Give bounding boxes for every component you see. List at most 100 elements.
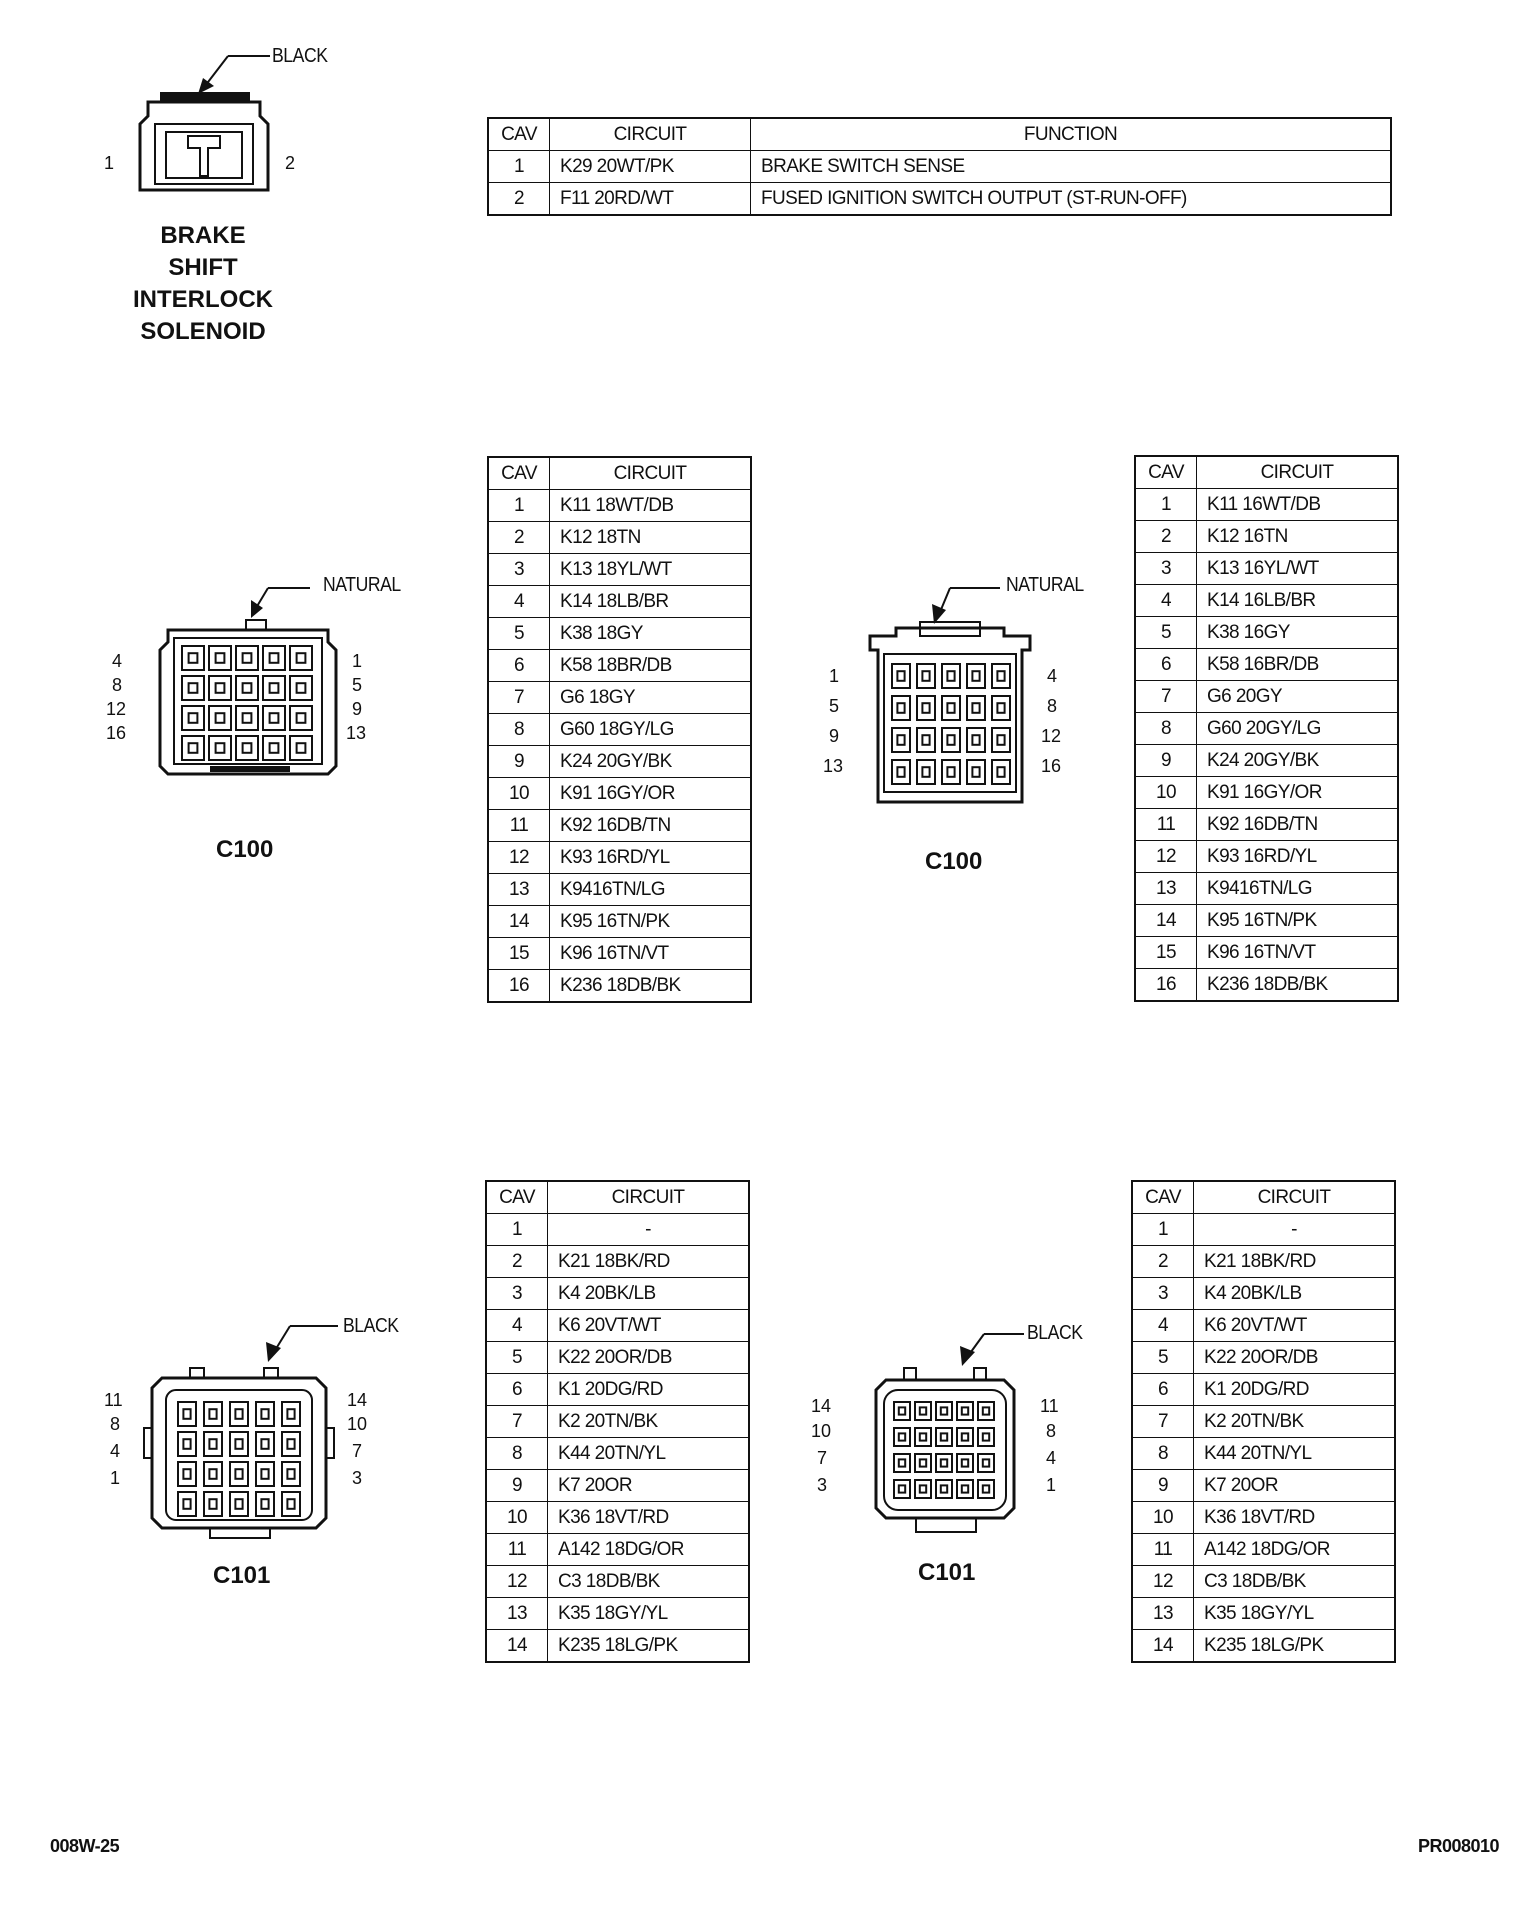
cav-cell: 6 — [1134, 648, 1197, 681]
cav-cell: 9 — [485, 1469, 548, 1502]
cav-cell: 3 — [1134, 552, 1197, 585]
cav-cell: 5 — [487, 617, 550, 650]
cavity — [208, 735, 232, 761]
cav-cell: 5 — [1131, 1341, 1194, 1374]
cavity-terminal — [295, 742, 307, 754]
cavity-terminal — [897, 1432, 907, 1442]
cavity-terminal — [921, 702, 931, 714]
circuit-cell: K235 18LG/PK — [1193, 1629, 1396, 1663]
cavity — [966, 663, 986, 689]
cav-header: CAV — [487, 117, 550, 151]
cavity-terminal — [187, 682, 199, 694]
function-header: FUNCTION — [750, 117, 1392, 151]
cavity — [941, 663, 961, 689]
cav-cell: 9 — [487, 745, 550, 778]
cavity — [255, 1431, 275, 1457]
cavity-terminal — [268, 652, 280, 664]
cav-cell: 4 — [1134, 584, 1197, 617]
cavity-terminal — [921, 766, 931, 778]
cavity-terminal — [939, 1458, 949, 1468]
cavity — [262, 645, 286, 671]
cavity-terminal — [208, 1468, 218, 1480]
circuit-cell: K12 16TN — [1196, 520, 1399, 553]
circuit-cell: K29 20WT/PK — [549, 150, 751, 183]
cavity — [289, 645, 313, 671]
cavity-terminal — [981, 1432, 991, 1442]
table-header-row: CAV CIRCUIT FUNCTION — [487, 117, 1392, 151]
cavity — [891, 663, 911, 689]
circuit-cell: K96 16TN/VT — [549, 937, 752, 970]
cavity — [991, 695, 1011, 721]
cavity — [966, 695, 986, 721]
cavity — [229, 1401, 249, 1427]
cavity-terminal — [939, 1484, 949, 1494]
circuit-cell: K9416TN/LG — [549, 873, 752, 906]
cavity-terminal — [981, 1458, 991, 1468]
circuit-cell: C3 18DB/BK — [547, 1565, 750, 1598]
circuit-cell: K93 16RD/YL — [549, 841, 752, 874]
circuit-header: CIRCUIT — [549, 117, 751, 151]
cav-cell: 12 — [485, 1565, 548, 1598]
cavity-terminal — [918, 1484, 928, 1494]
cavity-terminal — [946, 766, 956, 778]
pin-label: 12 — [106, 699, 127, 719]
cavity — [891, 695, 911, 721]
circuit-cell: K236 18DB/BK — [1196, 968, 1399, 1002]
cav-cell: 8 — [1131, 1437, 1194, 1470]
circuit-cell: K14 18LB/BR — [549, 585, 752, 618]
cavity-terminal — [286, 1468, 296, 1480]
circuit-cell: K91 16GY/OR — [549, 777, 752, 810]
circuit-cell: K1 20DG/RD — [1193, 1373, 1396, 1406]
pin-label: 12 — [1041, 726, 1062, 746]
pin-label: 11 — [1040, 1396, 1059, 1416]
circuit-cell: K35 18GY/YL — [547, 1597, 750, 1630]
pin-label: 10 — [347, 1414, 368, 1434]
table-header-row: CAV CIRCUIT — [485, 1180, 750, 1214]
cavity — [941, 759, 961, 785]
cav-cell: 4 — [1131, 1309, 1194, 1342]
caption-line: INTERLOCK — [133, 286, 273, 313]
cavity — [255, 1491, 275, 1517]
c101-left-name: C101 — [213, 1562, 271, 1589]
cav-cell: 1 — [487, 489, 550, 522]
cav-cell: 15 — [487, 937, 550, 970]
cav-cell: 8 — [487, 713, 550, 746]
circuit-cell: K44 20TN/YL — [547, 1437, 750, 1470]
table-header-row: CAV CIRCUIT — [487, 456, 752, 490]
cavity-terminal — [946, 702, 956, 714]
pin-label: 3 — [817, 1475, 828, 1495]
c101-right-color-label: BLACK — [1027, 1322, 1083, 1344]
cavity — [991, 663, 1011, 689]
circuit-cell: A142 18DG/OR — [547, 1533, 750, 1566]
function-cell: BRAKE SWITCH SENSE — [750, 150, 1392, 183]
cavity — [181, 645, 205, 671]
cavity — [281, 1431, 301, 1457]
pin-label: 7 — [817, 1448, 828, 1468]
table-row: 1 K29 20WT/PK BRAKE SWITCH SENSE — [487, 150, 1392, 183]
cavity-terminal — [214, 682, 226, 694]
pin-label: 4 — [1046, 1448, 1057, 1468]
pin-label: 14 — [347, 1390, 368, 1410]
cavity-terminal — [295, 712, 307, 724]
cavity — [977, 1401, 995, 1421]
cavity-terminal — [295, 652, 307, 664]
circuit-cell: K58 18BR/DB — [549, 649, 752, 682]
circuit-cell: G6 20GY — [1196, 680, 1399, 713]
cavity-terminal — [234, 1438, 244, 1450]
pin-label: 8 — [112, 675, 123, 695]
cavity — [893, 1479, 911, 1499]
cavity-terminal — [187, 652, 199, 664]
cavity-terminal — [241, 742, 253, 754]
